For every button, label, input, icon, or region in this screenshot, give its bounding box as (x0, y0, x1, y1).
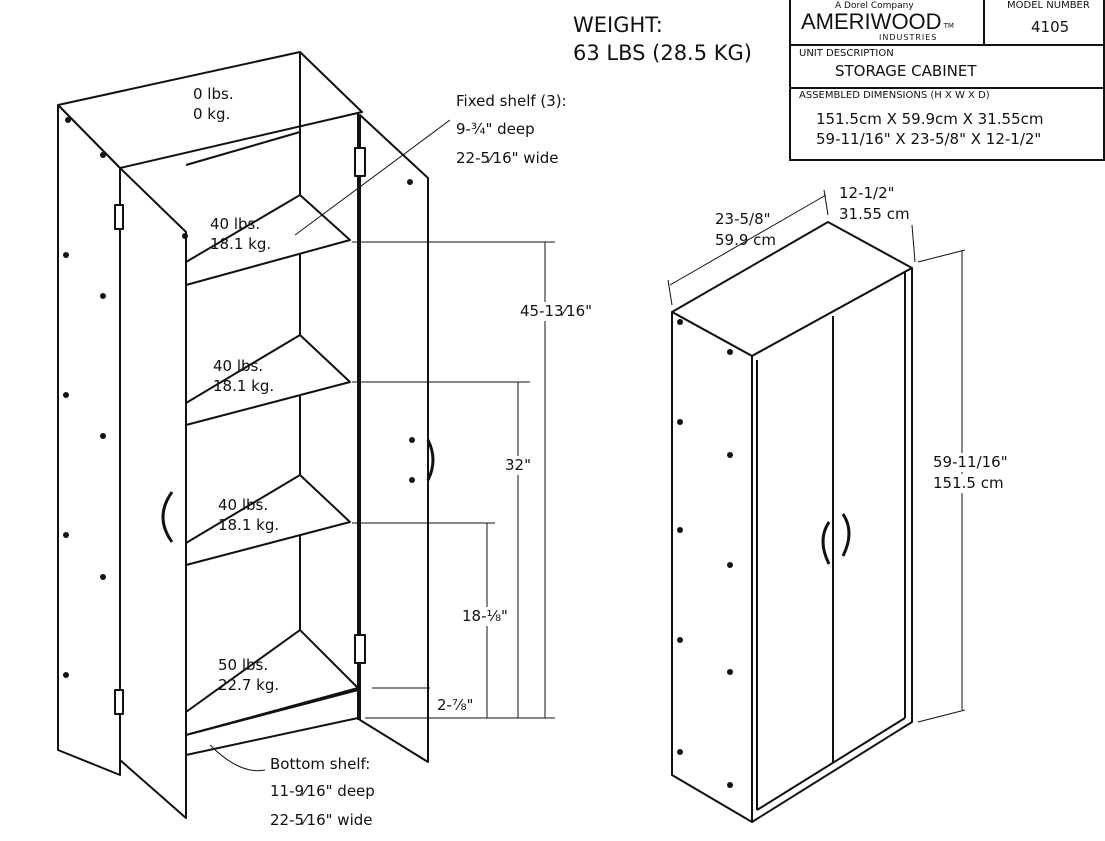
dims-metric: 151.5cm X 59.9cm X 31.55cm (816, 110, 1044, 128)
shelf-4-lbs: 50 lbs. (218, 656, 269, 674)
top-load-kg: 0 kg. (193, 105, 231, 123)
weight-label: WEIGHT: (573, 13, 663, 37)
height-inches: 59-11/16" (933, 453, 1008, 472)
title-block: A Dorel Company AMERIWOOD TM INDUSTRIES … (789, 0, 1105, 161)
shelf-2-kg: 18.1 kg. (213, 377, 275, 395)
dims-imperial: 59-11/16" X 23-5/8" X 12-1/2" (816, 130, 1042, 148)
brand-logo-block: A Dorel Company AMERIWOOD TM INDUSTRIES (799, 1, 979, 43)
depth-cm: 31.55 cm (839, 205, 910, 223)
brand-sub: INDUSTRIES (879, 33, 938, 42)
height-bottom-shelf: 2-⅞" (437, 696, 474, 715)
height-third-shelf: 18-⅛" (462, 607, 508, 626)
fixed-shelf-deep: 9-¾" deep (456, 120, 535, 138)
unit-desc-label: UNIT DESCRIPTION (799, 48, 894, 59)
shelf-1-kg: 18.1 kg. (210, 235, 272, 253)
shelf-1-lbs: 40 lbs. (210, 215, 261, 233)
depth-inches: 12-1/2" (839, 184, 895, 202)
unit-desc: STORAGE CABINET (835, 62, 977, 80)
open-cabinet-drawing (57, 51, 555, 819)
weight-value: 63 LBS (28.5 KG) (573, 41, 753, 65)
bottom-shelf-deep: 11-9⁄16" deep (270, 782, 375, 800)
company-tagline: A Dorel Company (835, 1, 914, 11)
brand-row: AMERIWOOD TM (801, 9, 954, 34)
shelf-3-kg: 18.1 kg. (218, 516, 280, 534)
fixed-shelf-wide: 22-5⁄16" wide (456, 149, 559, 167)
model-label: MODEL NUMBER (1007, 0, 1090, 11)
height-top-shelf: 45-13⁄16" (520, 302, 593, 321)
top-load-lbs: 0 lbs. (193, 85, 234, 103)
bottom-shelf-wide: 22-5⁄16" wide (270, 811, 373, 829)
shelf-2-lbs: 40 lbs. (213, 357, 264, 375)
shelf-3-lbs: 40 lbs. (218, 496, 269, 514)
height-cm: 151.5 cm (933, 474, 1004, 493)
dims-label: ASSEMBLED DIMENSIONS (H X W X D) (799, 90, 990, 101)
width-inches: 23-5/8" (715, 210, 771, 228)
fixed-shelf-title: Fixed shelf (3): (456, 92, 567, 110)
width-cm: 59.9 cm (715, 231, 777, 249)
height-second-shelf: 32" (505, 456, 531, 475)
shelf-4-kg: 22.7 kg. (218, 676, 280, 694)
closed-cabinet-drawing (667, 189, 966, 823)
bottom-shelf-title: Bottom shelf: (270, 755, 371, 773)
model-number: 4105 (1031, 18, 1070, 36)
brand-logo: AMERIWOOD (801, 9, 942, 34)
brand-tm: TM (943, 22, 954, 30)
